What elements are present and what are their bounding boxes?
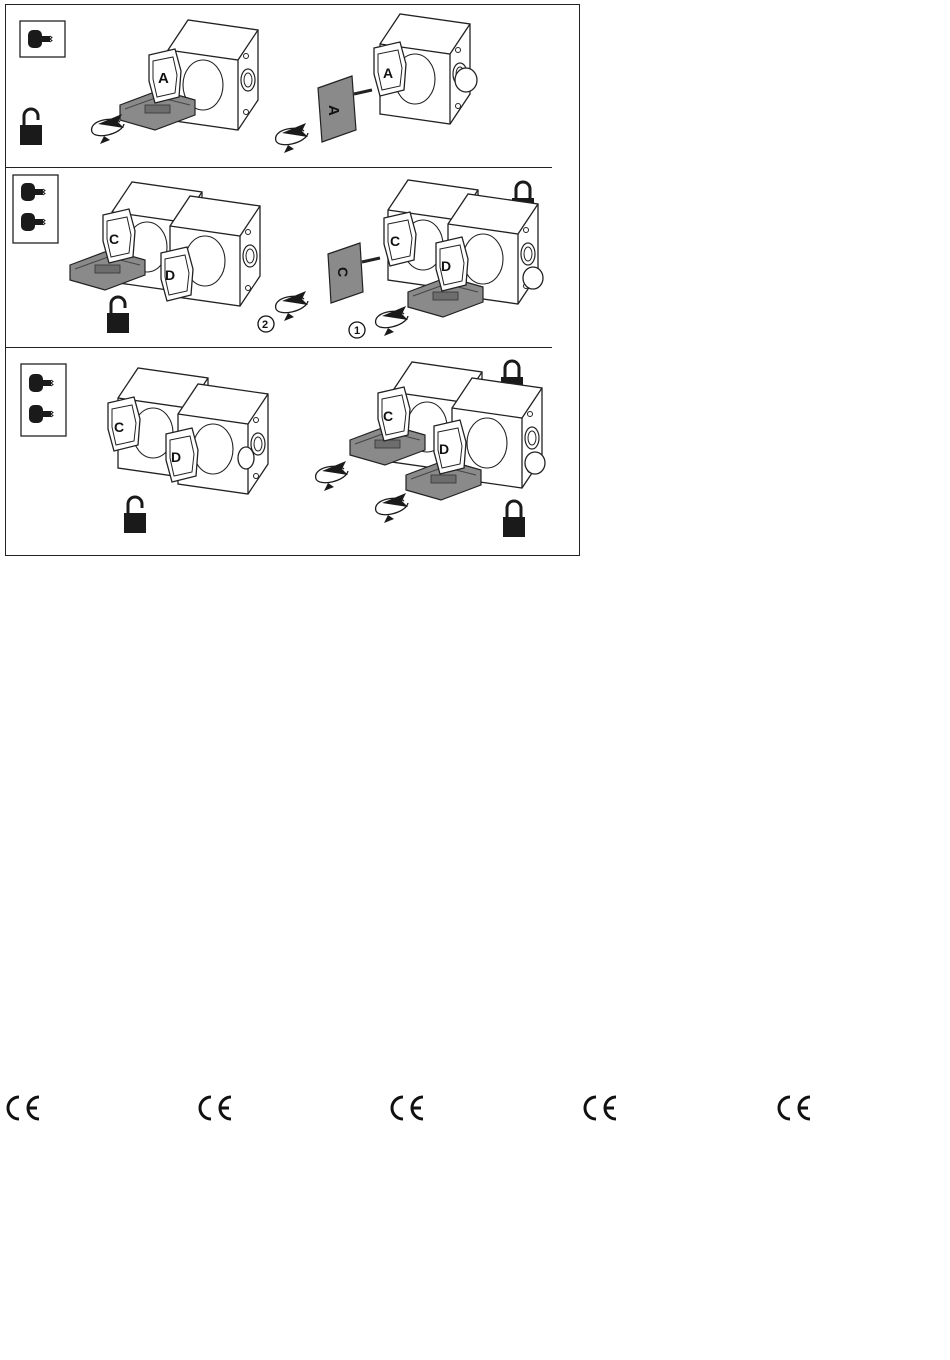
step-number: 1 (354, 325, 360, 337)
unlocked-padlock-icon (20, 109, 42, 145)
key-letter: A (158, 70, 169, 87)
unlocked-padlock-icon (107, 297, 129, 333)
key-letter: D (439, 441, 449, 457)
ce-mark-icon (198, 1093, 238, 1127)
key-letter: C (109, 231, 119, 247)
ce-mark-icon (6, 1093, 46, 1127)
rotation-arrow-icon (376, 306, 408, 336)
lock-assembly-left: A (92, 20, 258, 144)
key-count-box (13, 175, 58, 243)
step-number: 2 (262, 319, 268, 331)
key-letter: C (114, 419, 124, 435)
key-letter: C (390, 233, 400, 249)
ce-mark-row (0, 1093, 950, 1133)
key-letter: C (335, 267, 351, 277)
panel-single-key-removal: A A A (20, 14, 477, 153)
ce-mark-icon (777, 1093, 817, 1127)
rotation-arrow-icon (276, 123, 308, 153)
unlocked-padlock-icon (124, 497, 146, 533)
key-letter: A (383, 65, 393, 81)
ce-mark-icon (390, 1093, 430, 1127)
lock-assembly-left: C D (108, 368, 268, 494)
key-letter: D (441, 258, 451, 274)
key-letter: C (383, 408, 393, 424)
panel-two-key-transfer: C D 2 1 C C D (13, 175, 543, 338)
key-letter: A (325, 105, 342, 116)
key-letter: D (171, 449, 181, 465)
rotation-arrow-icon (376, 493, 408, 523)
ce-mark-icon (583, 1093, 623, 1127)
lock-assembly-left: C D (70, 182, 260, 306)
key-letter: D (165, 267, 175, 283)
lock-assembly-right: A A (276, 14, 477, 153)
rotation-arrow-icon (276, 291, 308, 321)
rotation-arrow-icon (92, 114, 124, 144)
locked-padlock-icon (503, 501, 525, 537)
removed-key: C (328, 243, 380, 303)
key-count-box (21, 364, 66, 436)
rotation-arrow-icon (316, 461, 348, 491)
panel-two-key-insert: C D C D (21, 361, 545, 537)
